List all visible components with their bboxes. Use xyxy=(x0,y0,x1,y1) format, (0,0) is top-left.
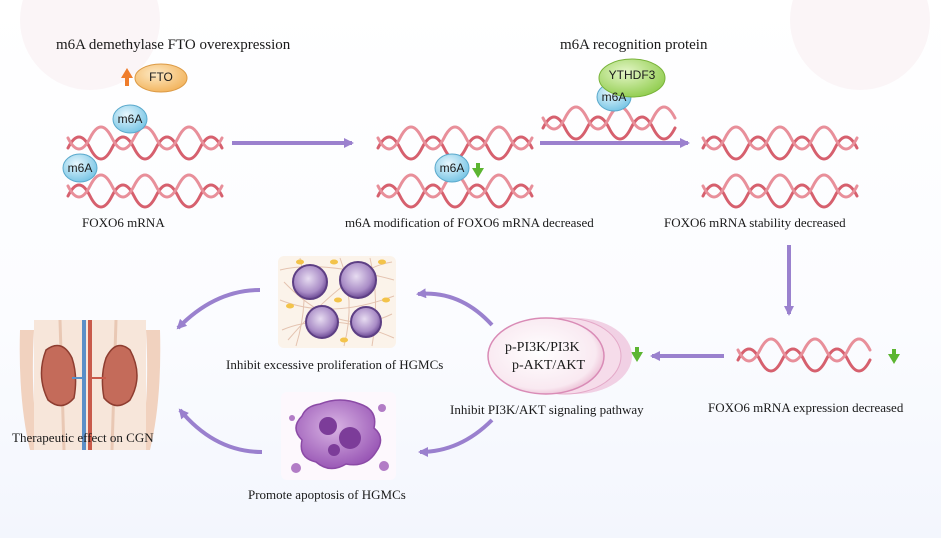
flow-arrow xyxy=(418,418,494,457)
mrna-strand-stability-top xyxy=(701,125,859,161)
m6a-bubble-decreased xyxy=(434,153,470,183)
down-arrow-icon xyxy=(472,163,484,178)
therapeutic-effect-label: Therapeutic effect on CGN xyxy=(12,430,154,445)
m6a-bubble-top xyxy=(112,104,148,134)
ythdf3-bubble xyxy=(598,58,666,98)
hgmc-proliferation-illustration xyxy=(278,256,396,348)
header-fto-overexpression: m6A demethylase FTO overexpression xyxy=(56,37,291,53)
mrna-strand-recognition xyxy=(541,105,677,141)
header-recognition-protein: m6A recognition protein xyxy=(560,37,708,53)
up-arrow-icon xyxy=(121,68,133,86)
decorative-glow xyxy=(20,0,160,90)
expression-decreased-label: FOXO6 mRNA expression decreased xyxy=(708,400,904,415)
m6a-bubble-bottom xyxy=(62,153,98,183)
pathway-disc xyxy=(487,317,632,395)
m6a-label: m6A xyxy=(117,112,143,126)
pathway-ratio-pi3k: p-PI3K/PI3K xyxy=(505,340,580,355)
down-arrow-icon xyxy=(631,347,643,362)
hgmc-apoptosis-illustration xyxy=(281,392,396,480)
mrna-strand-foxo6-top xyxy=(66,125,224,161)
fto-label: FTO xyxy=(149,70,173,84)
ythdf3-label: YTHDF3 xyxy=(608,68,656,82)
stability-decreased-label: FOXO6 mRNA stability decreased xyxy=(664,215,846,230)
mrna-strand-stability-bottom xyxy=(701,173,859,209)
m6a-label: m6A xyxy=(601,90,627,104)
decorative-glow xyxy=(790,0,930,90)
pathway-ratio-akt: p-AKT/AKT xyxy=(512,358,586,373)
inhibit-pathway-label: Inhibit PI3K/AKT signaling pathway xyxy=(450,402,644,417)
flow-arrow xyxy=(416,288,494,327)
flow-arrow xyxy=(178,408,263,454)
flow-arrow xyxy=(176,288,261,330)
m6a-label: m6A xyxy=(67,161,93,175)
foxo6-mrna-label: FOXO6 mRNA xyxy=(82,215,165,230)
fto-bubble xyxy=(134,63,188,93)
m6a-modification-label: m6A modification of FOXO6 mRNA decreased xyxy=(345,215,594,230)
down-arrow-icon xyxy=(888,349,900,364)
inhibit-proliferation-label: Inhibit excessive proliferation of HGMCs xyxy=(226,357,444,372)
promote-apoptosis-label: Promote apoptosis of HGMCs xyxy=(248,487,406,502)
kidney-illustration xyxy=(19,319,161,451)
mrna-strand-expression xyxy=(736,337,872,373)
m6a-label: m6A xyxy=(439,161,465,175)
mrna-strand-foxo6-bottom xyxy=(66,173,224,209)
